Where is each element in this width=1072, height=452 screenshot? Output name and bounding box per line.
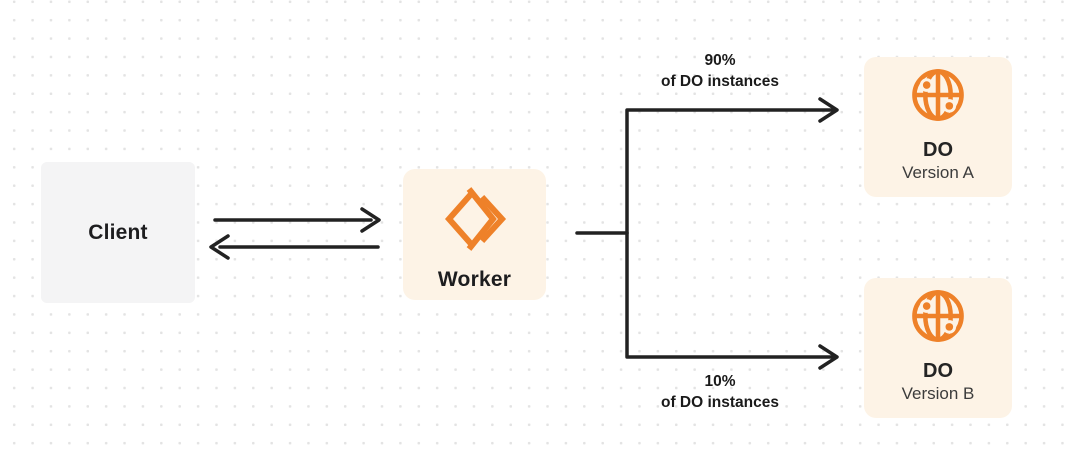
client-label: Client <box>88 220 148 244</box>
worker-node: Worker <box>403 169 546 300</box>
do-b-subtitle: Version B <box>901 384 975 403</box>
arrow-worker-to-client-head <box>209 234 230 260</box>
arrow-client-to-worker-head <box>360 207 381 233</box>
split-10-label: 10% of DO instances <box>610 371 830 413</box>
client-node: Client <box>41 162 195 303</box>
split-90-label: 90% of DO instances <box>610 50 830 92</box>
workers-chevrons-icon <box>444 187 506 251</box>
split-10-percent: 10% <box>704 373 736 390</box>
worker-label: Worker <box>437 268 512 291</box>
do-version-a-node: DO Version A <box>864 57 1012 197</box>
globe-icon <box>912 69 964 121</box>
globe-icon <box>912 290 964 342</box>
split-90-caption: of DO instances <box>661 73 779 90</box>
do-a-title: DO <box>923 139 953 161</box>
do-b-title: DO <box>923 360 953 382</box>
arrow-to-do-a-head <box>818 97 839 123</box>
arrow-to-do-b-head <box>818 344 839 370</box>
do-version-b-node: DO Version B <box>864 278 1012 418</box>
split-10-caption: of DO instances <box>661 394 779 411</box>
branch-split-line <box>625 108 838 359</box>
split-90-percent: 90% <box>704 52 736 69</box>
do-a-subtitle: Version A <box>902 163 974 182</box>
